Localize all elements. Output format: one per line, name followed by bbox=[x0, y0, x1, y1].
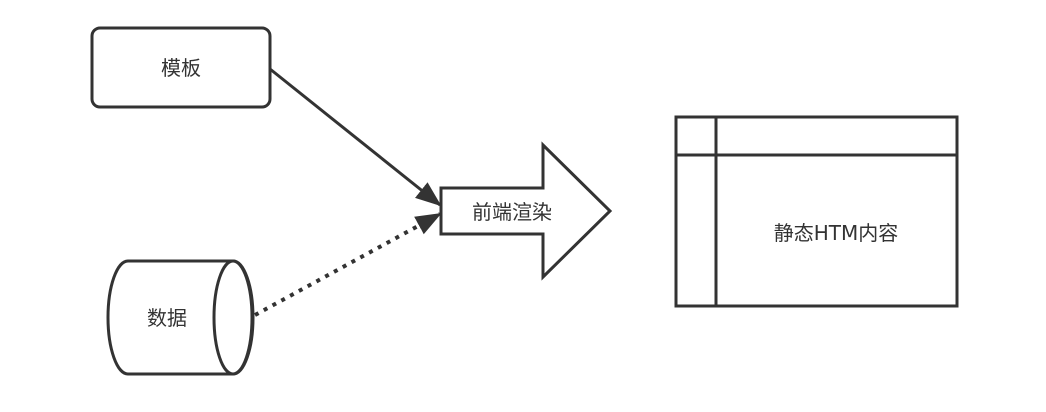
render-node: 前端渲染 bbox=[439, 141, 613, 281]
data-to-render-dotted-arrow bbox=[254, 212, 442, 317]
data-node: 数据 bbox=[106, 259, 255, 376]
template-node: 模板 bbox=[90, 26, 272, 109]
template-to-render-arrow bbox=[269, 67, 442, 207]
render-label: 前端渲染 bbox=[472, 200, 552, 224]
data-label: 数据 bbox=[147, 306, 187, 330]
template-label: 模板 bbox=[161, 56, 201, 80]
output-label: 静态HTM内容 bbox=[774, 221, 899, 245]
output-window-node: 静态HTM内容 bbox=[674, 115, 959, 308]
